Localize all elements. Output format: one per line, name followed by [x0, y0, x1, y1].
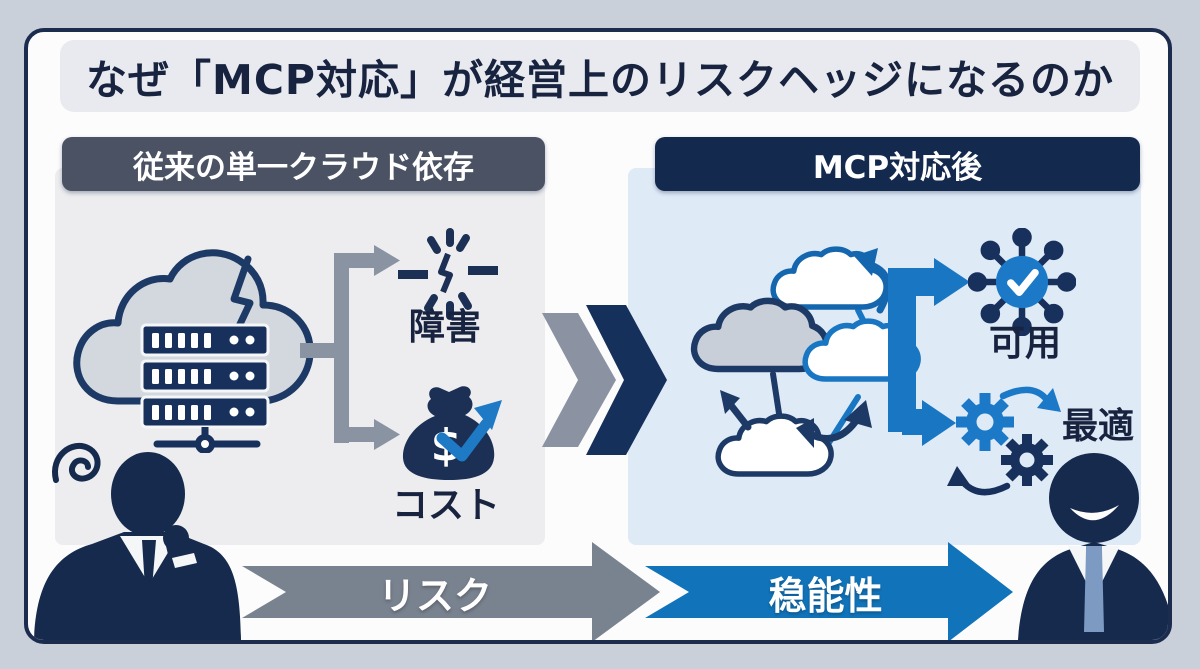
- risk-arrow: [242, 542, 660, 640]
- branch-arrow-icon: [888, 258, 970, 446]
- left-panel-header: 従来の単一クラウド依存: [62, 137, 545, 191]
- diagram-card: なぜ「MCP対応」が経営上のリスクヘッジになるのか 従来の単一クラウド依存 MC…: [24, 28, 1172, 644]
- page-title: なぜ「MCP対応」が経営上のリスクヘッジになるのか: [86, 56, 1114, 104]
- single-cloud-server-icon: [73, 249, 314, 453]
- risk-arrow-label: リスク: [377, 573, 492, 618]
- title-banner: なぜ「MCP対応」が経営上のリスクヘッジになるのか: [60, 40, 1140, 112]
- smile: [1070, 505, 1119, 521]
- outage-burst-icon: [398, 228, 498, 320]
- smiling-businessman-silhouette: [1018, 453, 1168, 640]
- trend-up-arrow-icon: [436, 400, 502, 462]
- outage-label: 障害: [408, 307, 481, 348]
- stability-arrow: [645, 542, 1013, 640]
- checkmark-icon: [1007, 268, 1039, 296]
- availability-label: 可用: [988, 323, 1061, 364]
- cloud-exchange-arrows: [720, 248, 892, 448]
- cost-label: コスト: [391, 485, 500, 526]
- right-panel-header-label: MCP対応後: [812, 149, 983, 186]
- cost-moneybag-icon: $: [402, 386, 502, 480]
- availability-hub-check-icon: [968, 228, 1076, 336]
- bottom-flow-arrows: [242, 542, 1013, 640]
- lightning-crack-icon: [228, 255, 254, 345]
- optimization-gears-icon: [947, 386, 1061, 496]
- server-rack-icon: [140, 323, 270, 453]
- thinking-businessman-silhouette: [34, 452, 241, 640]
- confusion-squiggle-icon: [52, 443, 101, 483]
- left-panel-header-label: 従来の単一クラウド依存: [133, 149, 474, 186]
- multi-cloud-network-icon: [628, 222, 970, 487]
- double-chevron-icon: [542, 305, 667, 455]
- right-panel-header: MCP対応後: [655, 137, 1140, 191]
- optimization-label: 最適: [1061, 406, 1134, 447]
- stability-arrow-label: 稳能性: [768, 573, 883, 618]
- branch-connector-arrows: [300, 245, 400, 450]
